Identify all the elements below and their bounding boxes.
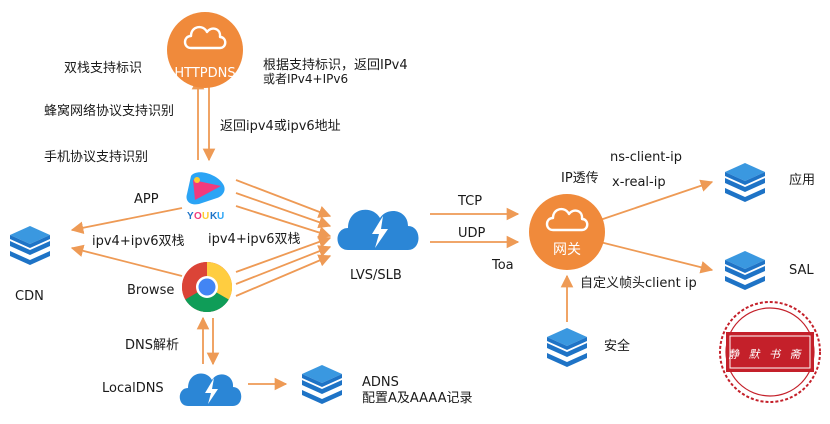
arrow-browse-to-cdn: [70, 244, 183, 277]
security-layers-icon: [547, 328, 587, 367]
app-label: APP: [134, 192, 159, 207]
dns-resolve-label: DNS解析: [125, 338, 179, 353]
arrow-app-to-lvs-2: [235, 192, 332, 229]
svg-text:U: U: [202, 211, 209, 222]
localdns-label: LocalDNS: [102, 381, 164, 396]
lightning-icon: [372, 216, 388, 248]
cdn-layers-icon: [10, 226, 50, 265]
arrow-browse-to-lvs-1: [235, 235, 332, 273]
tcp-label: TCP: [458, 194, 483, 209]
app-service-label: 应用: [789, 173, 816, 188]
lvs-node: [337, 209, 419, 250]
toa-label: Toa: [492, 258, 514, 273]
arrow-app-to-lvs-1: [235, 179, 332, 218]
arrow-gateway-to-sal: [599, 241, 714, 274]
watermark-seal-text: 静 默 书 斋: [728, 348, 804, 361]
phone-protocol-label: 手机协议支持识别: [44, 150, 149, 165]
sal-label: SAL: [789, 263, 814, 278]
ns-client-ip-label: ns-client-ip: [610, 150, 682, 165]
chrome-icon: [182, 262, 232, 312]
cellular-protocol-label: 蜂窝网络协议支持识别: [44, 104, 175, 119]
svg-text:K: K: [210, 211, 218, 222]
return-by-flag-label-2: 或者IPv4+IPv6: [263, 72, 349, 86]
arrow-browse-to-lvs-2: [235, 245, 332, 285]
arrow-gateway-to-app: [599, 179, 714, 221]
adns-layers-icon: [302, 365, 342, 404]
httpdns-node: [167, 12, 243, 88]
return-ip-address-label: 返回ipv4或ipv6地址: [220, 119, 341, 134]
youku-wordmark: Y: [187, 211, 194, 222]
gateway-label: 网关: [553, 242, 581, 258]
gateway-node: [529, 194, 605, 270]
lightning-icon: [205, 378, 218, 404]
sal-layers-icon: [725, 251, 765, 290]
svg-text:U: U: [217, 211, 224, 222]
connection-arrows: [70, 76, 714, 391]
x-real-ip-label: x-real-ip: [612, 175, 666, 190]
custom-header-label: 自定义帧头client ip: [580, 276, 697, 291]
lvs-label: LVS/SLB: [350, 268, 402, 283]
ip-passthrough-label: IP透传: [561, 171, 599, 186]
adns-label-2: 配置A及AAAA记录: [362, 391, 473, 406]
arrow-app-to-cdn: [70, 207, 183, 234]
dual-stack-cdn-label: ipv4+ipv6双栈: [92, 234, 185, 249]
dual-stack-flag-label: 双栈支持标识: [64, 61, 143, 76]
localdns-node: [179, 373, 242, 406]
arrow-browse-to-lvs-3: [235, 254, 332, 297]
watermark-seal: [719, 301, 821, 403]
return-by-flag-label-1: 根据支持标识，返回IPv4: [263, 58, 408, 73]
cdn-label: CDN: [15, 289, 44, 304]
youku-logo: Y O U K U: [186, 172, 225, 222]
dual-stack-lvs-label: ipv4+ipv6双栈: [208, 232, 301, 247]
browse-label: Browse: [127, 283, 175, 298]
app-service-layers-icon: [725, 163, 765, 202]
arrow-app-to-lvs-3: [235, 205, 332, 239]
svg-text:O: O: [194, 211, 202, 222]
security-label: 安全: [604, 339, 631, 354]
udp-label: UDP: [458, 226, 486, 241]
adns-label-1: ADNS: [362, 375, 399, 390]
httpdns-label: HTTPDNS: [174, 66, 236, 81]
